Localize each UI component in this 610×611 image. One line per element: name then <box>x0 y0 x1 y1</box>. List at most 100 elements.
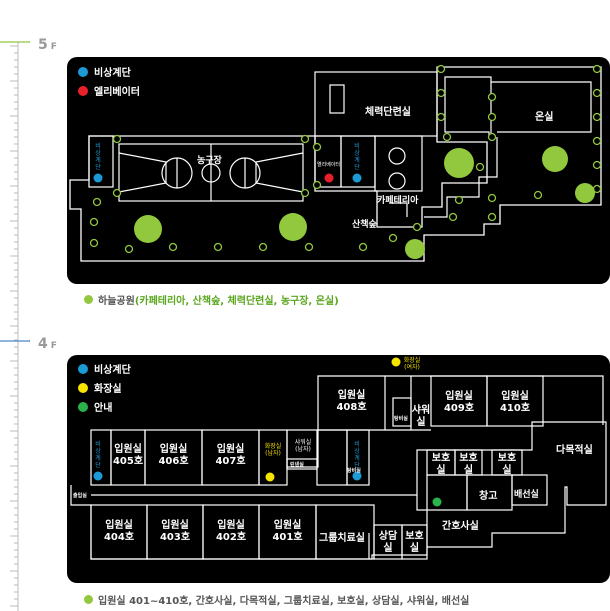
bush-icon <box>454 195 464 205</box>
bush-icon <box>89 238 99 248</box>
greenhouse <box>444 76 492 138</box>
blue-dot-icon <box>78 363 88 374</box>
storage-label: 창고 <box>479 491 498 502</box>
bush-icon <box>258 242 268 252</box>
bush-icon <box>436 88 446 98</box>
bush-icon <box>92 197 102 207</box>
bush-icon <box>312 142 322 152</box>
bush-icon <box>436 112 446 122</box>
bush-icon <box>442 132 452 142</box>
bush-icon <box>436 64 446 74</box>
red-dot-icon <box>78 85 88 96</box>
green-dot-icon <box>84 295 93 304</box>
caption-detail: (카페테리아, 산책숲, 체력단련실, 농구장, 온실) <box>134 296 339 307</box>
bush-icon <box>592 88 602 98</box>
bush-icon <box>448 212 458 222</box>
bush-icon <box>592 112 602 122</box>
green-dot-icon <box>78 401 88 412</box>
shower-men-label: 샤워실(남자) <box>294 439 312 453</box>
stairs-marker-icon <box>352 471 362 481</box>
elevator-marker-icon <box>324 173 334 183</box>
guard-block-5 <box>401 524 428 560</box>
bush-icon <box>89 217 99 227</box>
bush-icon <box>592 136 602 146</box>
basketball-label: 농구장 <box>197 156 222 166</box>
restroom-women-label: 화장실(여자) <box>403 357 421 371</box>
fitness-room-label: 체력단련실 <box>365 107 411 118</box>
nurse-station-label: 간호사실 <box>442 521 479 532</box>
bush-icon <box>312 180 322 190</box>
bush-icon <box>300 134 310 144</box>
distribution-room-label: 배선실 <box>514 490 539 500</box>
tree-icon <box>444 148 474 178</box>
floor-5-caption: 하늘공원(카페테리아, 산책숲, 체력단련실, 농구장, 온실) <box>84 292 339 307</box>
floor-unit: F <box>50 341 57 351</box>
floor-4-plan <box>70 357 607 560</box>
floor-number: 5 <box>38 37 48 53</box>
green-dot-icon <box>84 595 93 604</box>
floor-4-caption: 입원실 401~410호, 간호사실, 다목적실, 그룹치료실, 보호실, 상담… <box>84 592 469 607</box>
bush-icon <box>487 112 497 122</box>
bush-icon <box>300 188 310 198</box>
tree-icon <box>405 239 425 259</box>
restroom-men-label: 화장실(남자) <box>264 443 282 457</box>
yellow-dot-icon <box>78 382 88 393</box>
legend-item-stairs: 비상계단 <box>78 62 140 81</box>
bush-icon <box>592 64 602 74</box>
stairs-left <box>88 135 114 188</box>
group-therapy-label: 그룹치료실 <box>319 533 365 544</box>
tree-icon <box>575 183 595 203</box>
cafeteria-label: 카페테리아 <box>377 196 419 206</box>
stairs-marker-icon <box>93 471 103 481</box>
floor-number: 4 <box>38 336 48 352</box>
stairs-marker-icon <box>93 173 103 183</box>
bush-icon <box>112 134 122 144</box>
room-410-block <box>486 375 544 427</box>
cafeteria-room <box>374 135 423 192</box>
floor-5-map-panel: 비상계단 엘리베이터 <box>67 57 610 284</box>
caption-lead: 하늘공원 <box>98 296 135 307</box>
bush-icon <box>487 212 497 222</box>
floor-ruler <box>0 40 30 611</box>
bush-icon <box>388 233 398 243</box>
bush-icon <box>168 242 178 252</box>
bush-icon <box>112 188 122 198</box>
bush-icon <box>412 222 422 232</box>
greenhouse-label: 온실 <box>535 112 554 123</box>
linen-room-label: 린넨실 <box>290 462 304 468</box>
bush-icon <box>487 193 497 203</box>
floor-4-legend: 비상계단 화장실 안내 <box>78 359 131 416</box>
bush-icon <box>592 160 602 170</box>
bush-icon <box>487 132 497 142</box>
legend-item-elevator: 엘리베이터 <box>78 81 140 100</box>
floor-4-map-panel: 비상계단 화장실 안내 <box>67 355 610 583</box>
info-marker-icon <box>432 497 442 507</box>
blue-dot-icon <box>78 66 88 77</box>
restroom-marker-icon <box>391 357 401 367</box>
bush-icon <box>304 242 314 252</box>
floor-5-legend: 비상계단 엘리베이터 <box>78 62 140 100</box>
elevator-room <box>314 135 342 188</box>
bush-icon <box>533 190 543 200</box>
dayroom-label: 다목적실 <box>556 445 593 456</box>
bush-icon <box>213 242 223 252</box>
